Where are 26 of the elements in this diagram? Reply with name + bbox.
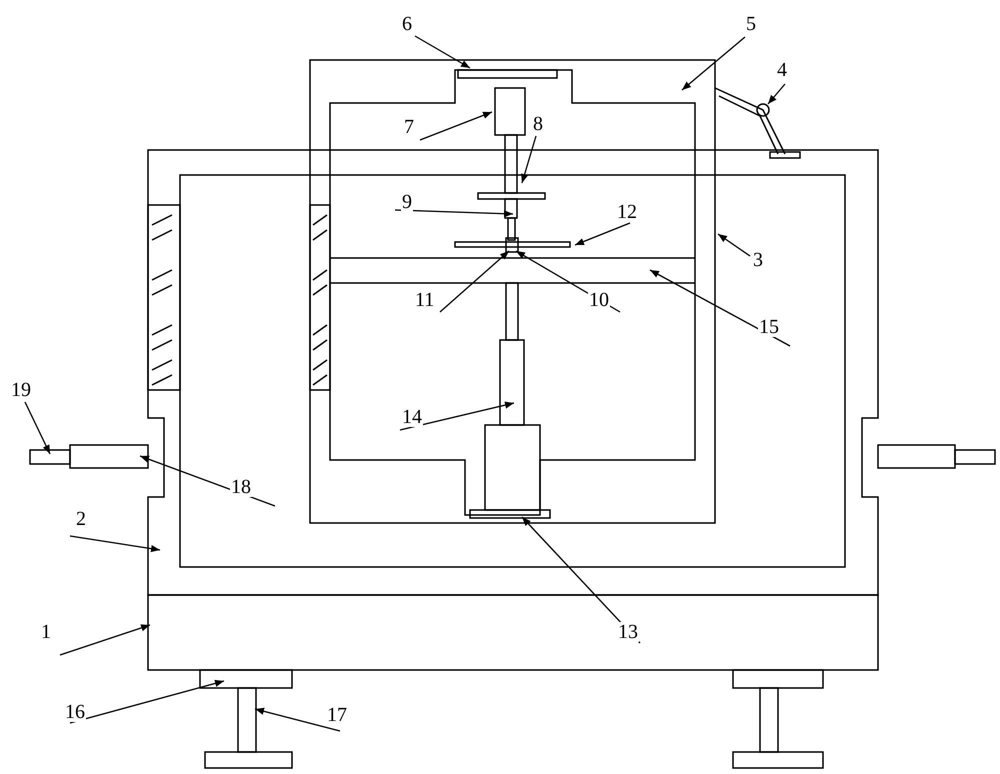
leader-line <box>516 250 620 313</box>
leader-line <box>140 455 276 507</box>
callout-number: 15 <box>758 317 780 337</box>
leader-line <box>718 233 750 257</box>
leader-line <box>574 222 630 246</box>
leader-line <box>420 111 492 141</box>
leader-line <box>70 535 160 552</box>
leader-line <box>60 624 150 656</box>
leader-line <box>70 680 224 724</box>
leader-line <box>394 209 514 218</box>
leader-line <box>650 269 790 347</box>
callout-number: 13 <box>617 622 639 642</box>
leader-line <box>414 35 470 69</box>
leader-line <box>682 36 746 90</box>
callout-number: 18 <box>230 477 252 497</box>
callout-number: 9 <box>401 192 413 212</box>
callout-number: 10 <box>588 290 610 310</box>
callout-number: 14 <box>401 407 423 427</box>
leader-line <box>254 708 340 732</box>
leader-line <box>440 250 510 312</box>
leader-line <box>522 516 640 644</box>
callout-number: 16 <box>64 702 86 722</box>
leader-line <box>521 136 537 184</box>
leader-line <box>400 402 514 431</box>
leader-line <box>24 402 51 454</box>
leader-line <box>768 84 786 104</box>
